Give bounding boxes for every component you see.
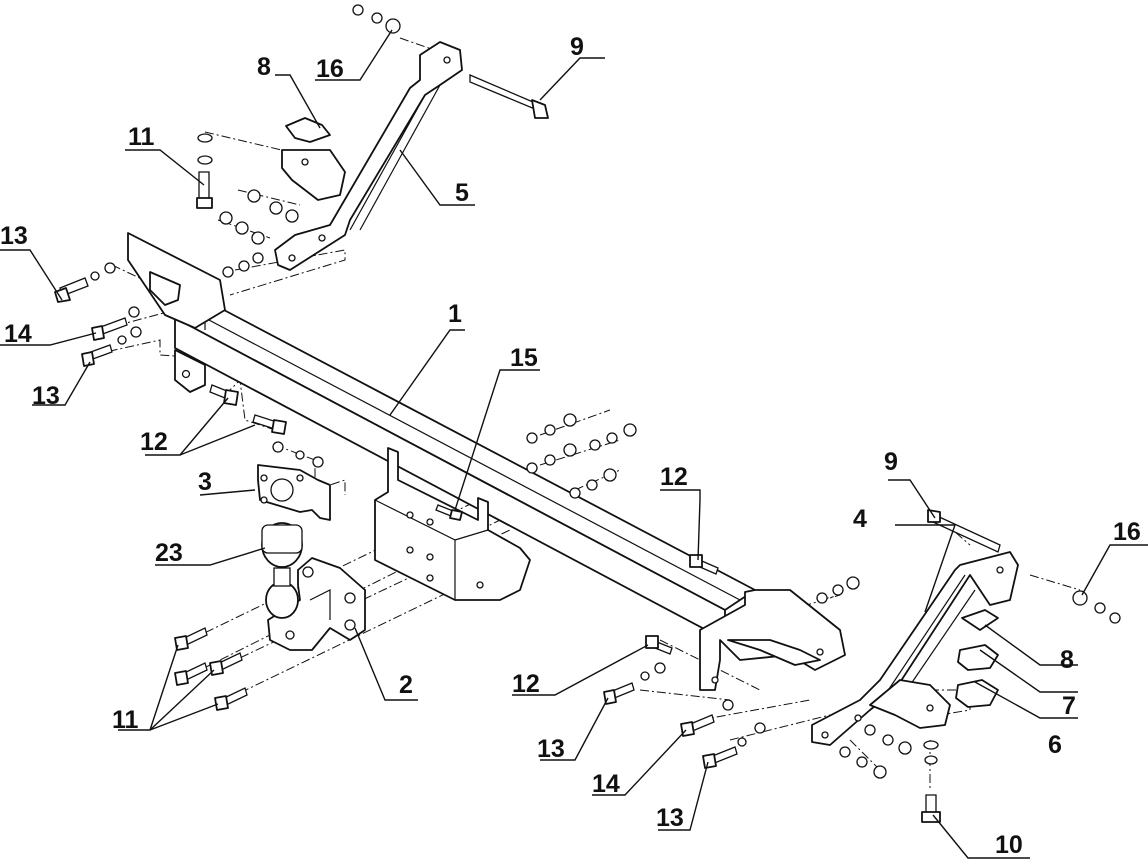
callout-23: 23 — [155, 539, 183, 567]
callout-15: 15 — [510, 344, 538, 372]
callout-10: 10 — [995, 831, 1023, 859]
callout-16-right: 16 — [1113, 518, 1141, 546]
socket-plate — [257, 464, 331, 521]
callout-12-mid: 12 — [660, 463, 688, 491]
callout-9-top: 9 — [570, 33, 584, 61]
leader-lines — [0, 29, 1148, 859]
callout-1: 1 — [448, 300, 462, 328]
left-beam-bracket — [127, 232, 226, 393]
callout-12-bottom: 12 — [512, 670, 540, 698]
centre-bracket — [374, 447, 531, 601]
callout-16-top: 16 — [316, 55, 344, 83]
callout-4: 4 — [853, 505, 867, 533]
callout-8-top: 8 — [257, 53, 271, 81]
callout-14-bottom: 14 — [592, 770, 620, 798]
callout-13-bottom-a: 13 — [537, 735, 565, 763]
left-arm — [274, 41, 463, 271]
right-beam-bracket — [699, 589, 846, 691]
callout-8-right: 8 — [1060, 646, 1074, 674]
callout-2: 2 — [399, 671, 413, 699]
callout-7: 7 — [1062, 692, 1076, 720]
callout-numbers: 1 2 3 4 5 6 7 8 8 9 9 10 11 11 12 12 12 … — [0, 33, 1141, 859]
callout-3: 3 — [198, 468, 212, 496]
callout-11-bottom: 11 — [112, 706, 139, 734]
callout-14-left: 14 — [4, 320, 32, 348]
fasteners — [54, 4, 1121, 823]
callout-11-top: 11 — [128, 123, 155, 151]
assembly-lines — [91, 37, 1081, 790]
right-arm — [811, 551, 1019, 746]
callout-9-right: 9 — [884, 448, 898, 476]
tow-ball — [261, 522, 303, 619]
callout-5: 5 — [455, 179, 469, 207]
callout-13-top-left: 13 — [0, 222, 28, 250]
callout-13-bottom-b: 13 — [656, 804, 684, 832]
callout-13-left: 13 — [32, 382, 60, 410]
callout-6: 6 — [1048, 731, 1062, 759]
callout-12-left: 12 — [140, 428, 168, 456]
